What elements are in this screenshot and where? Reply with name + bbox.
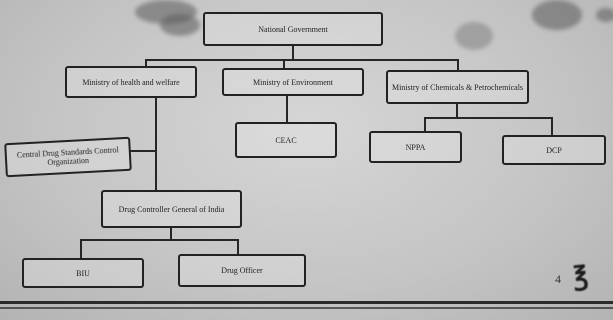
ministry-chemicals-node: Ministry of Chemicals & Petrochemicals bbox=[386, 70, 529, 104]
page-edge-line bbox=[0, 301, 613, 304]
connector bbox=[283, 59, 285, 68]
page-edge-line bbox=[0, 307, 613, 309]
ministry-environment-node: Ministry of Environment bbox=[222, 68, 364, 96]
ink-blot bbox=[455, 22, 493, 50]
nppa-node: NPPA bbox=[369, 131, 462, 163]
connector bbox=[145, 59, 147, 68]
connector bbox=[292, 46, 294, 60]
connector bbox=[80, 239, 82, 259]
connector bbox=[130, 150, 156, 152]
ink-blot bbox=[160, 14, 200, 36]
connector bbox=[424, 117, 552, 119]
ministry-health-node: Ministry of health and welfare bbox=[65, 66, 197, 98]
root-node: National Government bbox=[203, 12, 383, 46]
connector bbox=[145, 59, 459, 61]
connector bbox=[155, 98, 157, 190]
connector bbox=[456, 104, 458, 118]
connector bbox=[424, 117, 426, 131]
right-leaf-node: Drug Officer bbox=[178, 254, 306, 287]
connector bbox=[170, 228, 172, 240]
connector bbox=[80, 239, 238, 241]
connector bbox=[237, 239, 239, 255]
dcp-node: DCP bbox=[502, 135, 606, 165]
ink-blot bbox=[532, 0, 582, 30]
smudged-logo: ℥ bbox=[571, 261, 590, 292]
ink-blot bbox=[596, 8, 613, 22]
connector bbox=[551, 117, 553, 135]
left-leaf-node: BIU bbox=[22, 258, 144, 288]
connector bbox=[286, 96, 288, 122]
page-number: 4 bbox=[555, 272, 561, 286]
cdsco-node: Central Drug Standards Control Organizat… bbox=[4, 136, 132, 178]
dcgi-node: Drug Controller General of India bbox=[101, 190, 242, 228]
ceac-node: CEAC bbox=[235, 122, 337, 158]
connector bbox=[457, 59, 459, 70]
